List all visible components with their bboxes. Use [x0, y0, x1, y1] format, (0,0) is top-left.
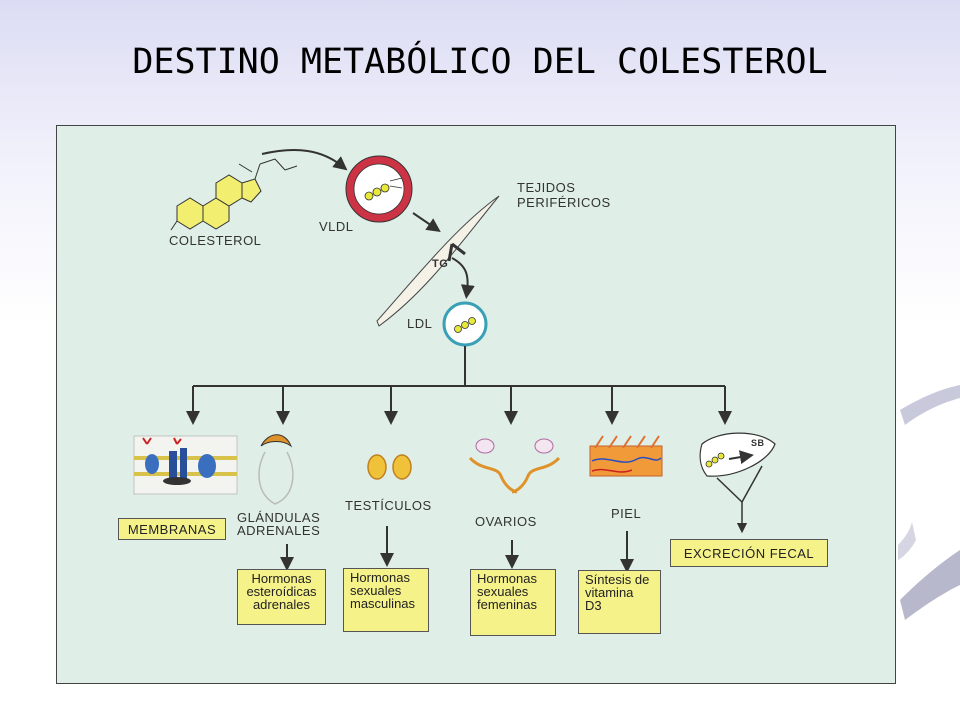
peripheral-tissue-cell	[376, 195, 500, 327]
adrenal-hormones-box: Hormonas esteroídicas adrenales	[237, 569, 326, 625]
ldl-label: LDL	[407, 316, 433, 331]
skin-label: PIEL	[611, 506, 642, 521]
male-hormones-box: Hormonas sexuales masculinas	[343, 568, 429, 632]
membranes-box: MEMBRANAS	[118, 518, 226, 540]
cell-membrane-icon	[133, 435, 238, 495]
tg-label: TG	[432, 258, 449, 270]
liver-icon	[699, 432, 776, 477]
fecal-excretion-box: EXCRECIÓN FECAL	[670, 539, 828, 567]
adrenal-glands-label: GLÁNDULAS ADRENALES	[237, 510, 321, 538]
liver-to-excretion-arrows	[716, 465, 763, 534]
cholesterol-molecule-icon	[170, 158, 298, 231]
result-arrows	[280, 526, 634, 573]
skin-icon	[589, 435, 663, 477]
male-hormones-text: Hormonas sexuales masculinas	[350, 570, 416, 611]
vitamin-d3-text: Síntesis de vitamina D3	[585, 572, 650, 613]
adrenal-hormones-text: Hormonas esteroídicas adrenales	[246, 571, 317, 612]
vldl-particle-icon	[345, 155, 413, 223]
distribution-arrows	[186, 346, 732, 425]
arrow-vldl-to-tissues	[412, 212, 441, 232]
female-hormones-text: Hormonas sexuales femeninas	[477, 571, 537, 612]
ovaries-icon	[468, 438, 561, 494]
peripheral-tissues-label: TEJIDOS PERIFÉRICOS	[517, 180, 611, 210]
arrow-tissues-to-ldl	[451, 257, 475, 299]
ldl-particle-icon	[442, 301, 488, 347]
arrow-cholesterol-to-vldl	[261, 149, 348, 171]
testes-icon	[367, 454, 412, 480]
testes-label: TESTÍCULOS	[345, 498, 432, 513]
adrenal-gland-icon	[258, 434, 294, 505]
vitamin-d3-box: Síntesis de vitamina D3	[578, 570, 661, 634]
diagram-graphics	[133, 149, 776, 573]
cholesterol-label: COLESTEROL	[169, 233, 262, 248]
cholesterol-fate-diagram: COLESTEROL VLDL TEJIDOS PERIFÉRICOS TG L…	[56, 125, 896, 684]
page-title: DESTINO METABÓLICO DEL COLESTEROL	[132, 42, 828, 82]
sb-label: SB	[751, 438, 765, 448]
ovaries-label: OVARIOS	[475, 514, 537, 529]
female-hormones-box: Hormonas sexuales femeninas	[470, 569, 556, 636]
vldl-label: VLDL	[319, 219, 354, 234]
